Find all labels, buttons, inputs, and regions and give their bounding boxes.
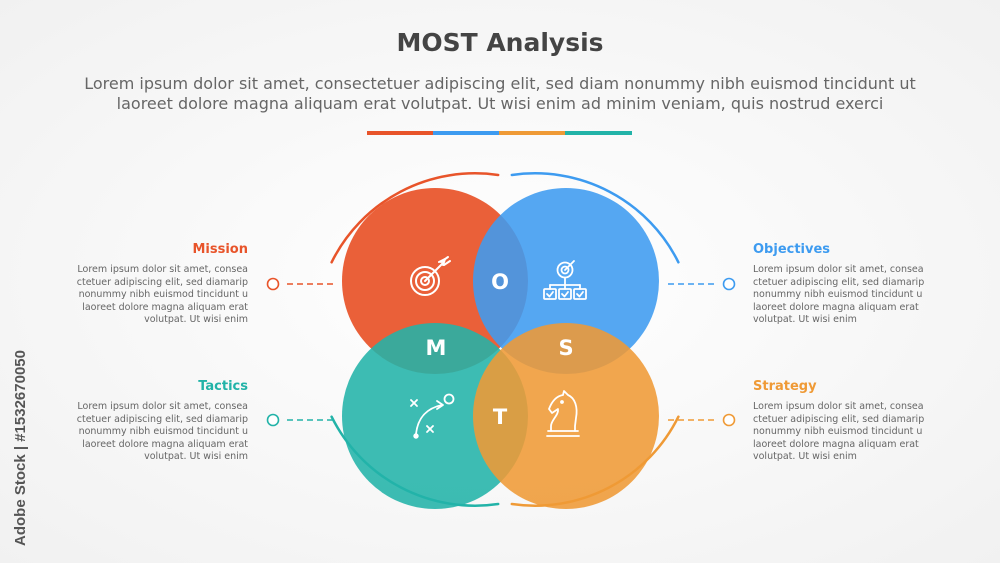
goal-hierarchy-icon: [543, 260, 587, 300]
tactics-circle: [342, 323, 528, 509]
title-underline-objectives: [433, 131, 499, 135]
objectives-circle: [473, 188, 659, 374]
title-underline-mission: [367, 131, 433, 135]
stock-watermark-text: Adobe Stock | #1532670050: [12, 350, 29, 546]
target-arrow-icon: [410, 256, 451, 296]
letter-t: T: [492, 405, 508, 429]
title-underline-strategy: [499, 131, 565, 135]
page-title: MOST Analysis: [396, 28, 604, 57]
strategy-connector-dot: [722, 413, 736, 427]
mission-connector-dot: [266, 277, 280, 291]
letter-s: S: [558, 336, 574, 360]
mission-description: Lorem ipsum dolor sit amet, consea ctetu…: [76, 264, 248, 326]
objectives-connector-dot: [722, 277, 736, 291]
strategy-description: Lorem ipsum dolor sit amet, consea ctetu…: [753, 401, 925, 463]
letter-o: O: [491, 270, 509, 294]
letter-m: M: [425, 336, 447, 360]
mission-outer-arc: [330, 172, 500, 264]
stock-watermark: Adobe Stock | #1532670050: [12, 350, 29, 546]
play-strategy-icon: [410, 393, 455, 439]
title-underline-tactics: [565, 131, 632, 135]
strategy-title: Strategy: [753, 379, 817, 394]
objectives-title: Objectives: [753, 242, 831, 257]
mission-title: Mission: [192, 242, 248, 257]
tactics-title: Tactics: [198, 379, 248, 394]
objectives-description: Lorem ipsum dolor sit amet, consea ctetu…: [753, 264, 925, 326]
tactics-connector-dot: [266, 413, 280, 427]
tactics-description: Lorem ipsum dolor sit amet, consea ctetu…: [76, 401, 248, 463]
strategy-circle: [473, 323, 659, 509]
page-subtitle: Lorem ipsum dolor sit amet, consectetuer…: [84, 74, 916, 113]
objectives-outer-arc: [510, 172, 680, 264]
chess-knight-icon: [546, 390, 580, 437]
